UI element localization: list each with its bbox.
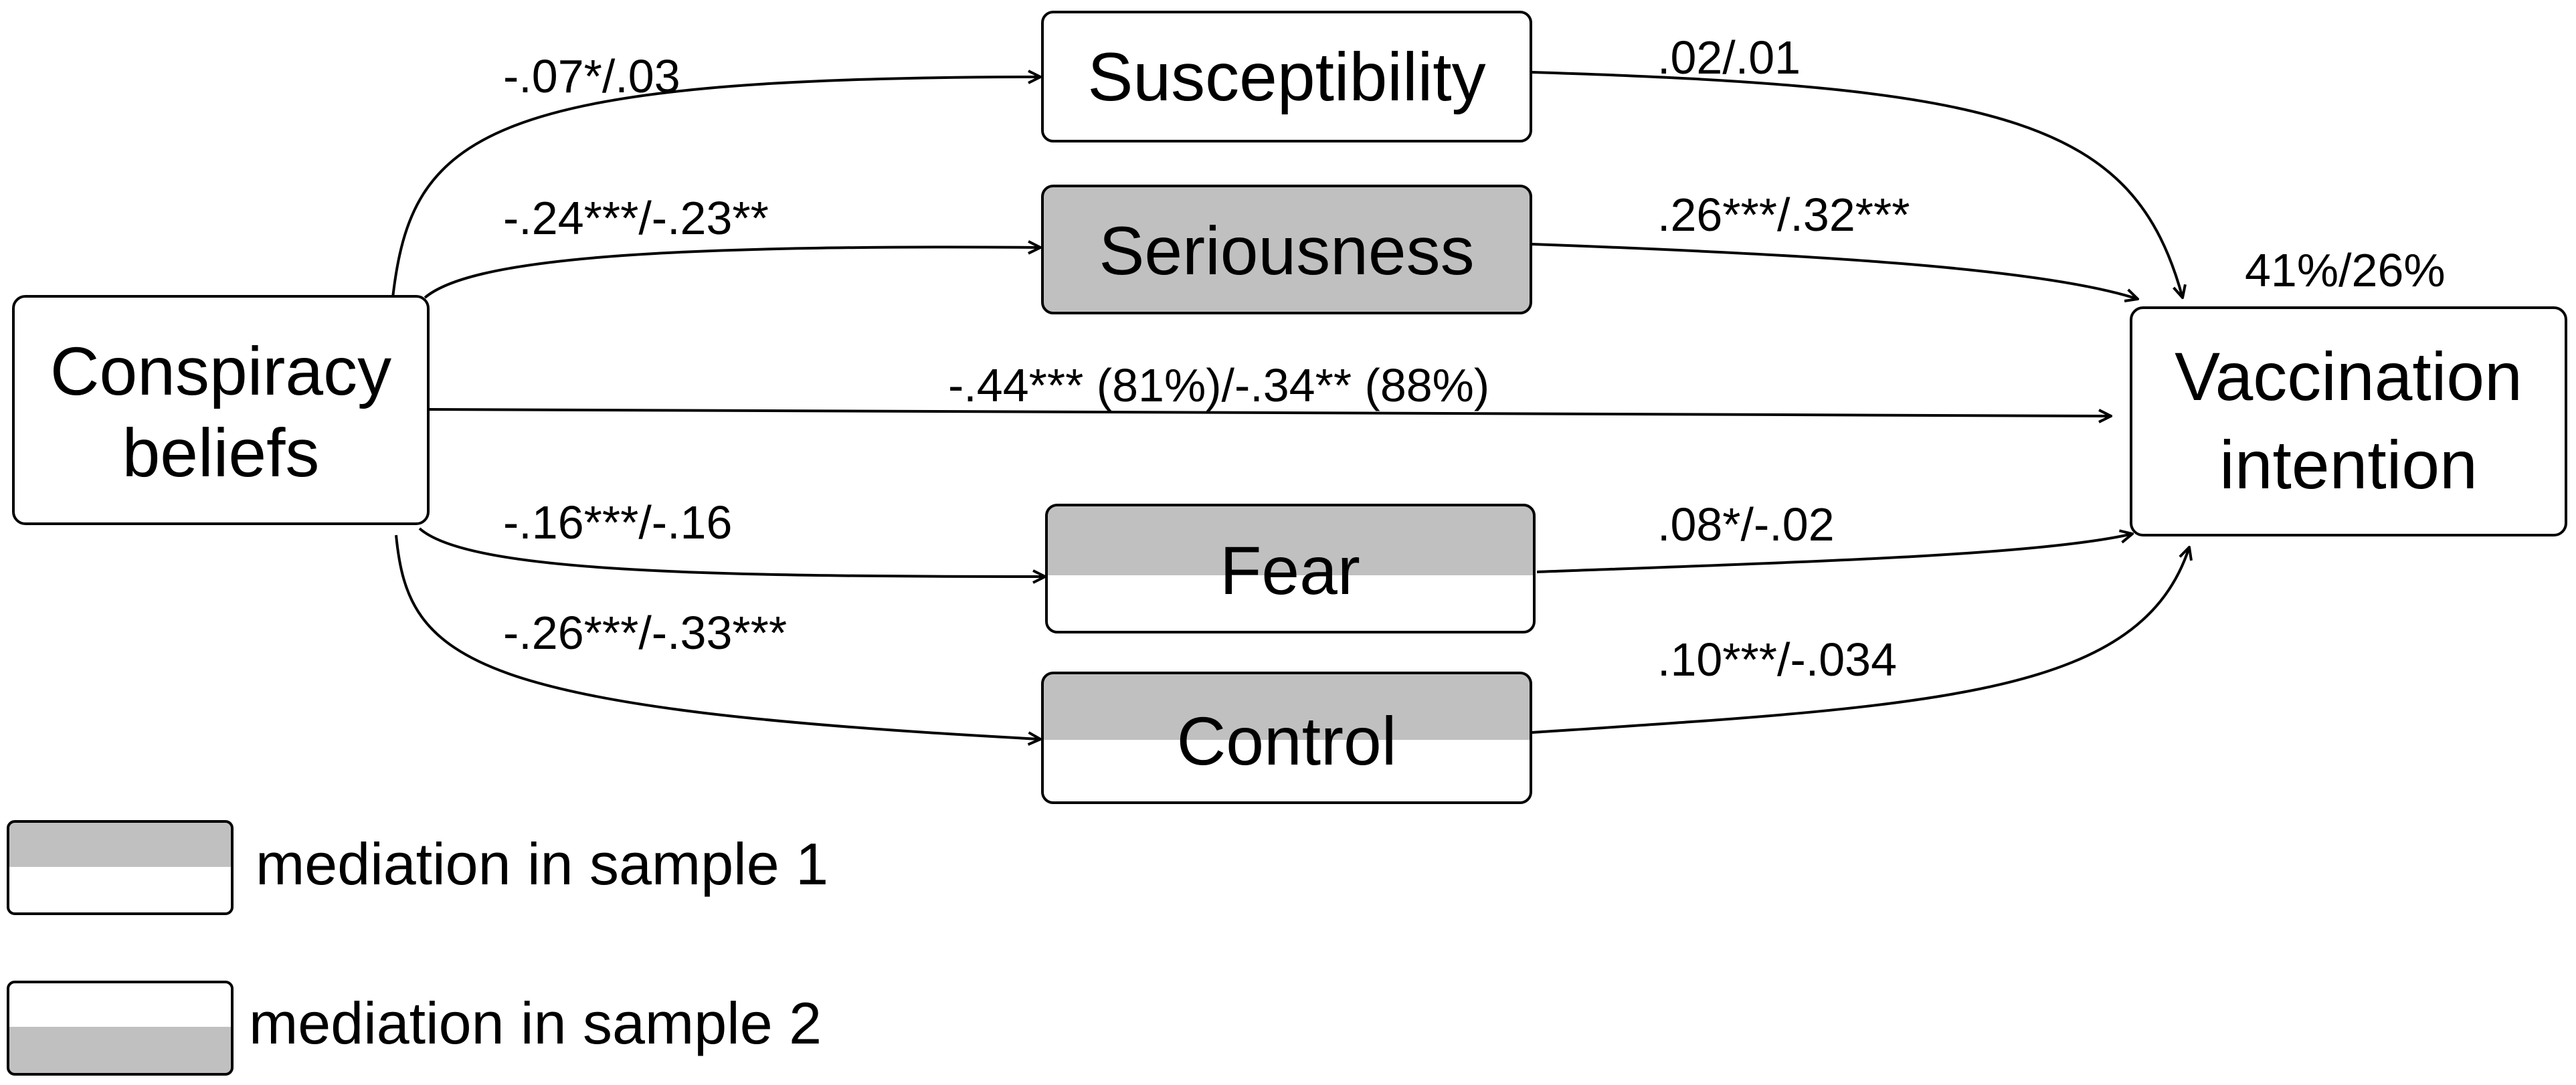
node-conspiracy-beliefs: Conspiracy beliefs: [12, 295, 430, 525]
edge-fear-vaccination: [1536, 534, 2132, 573]
edge-conspiracy-susceptibility: [391, 77, 1040, 298]
node-control: Control: [1041, 672, 1532, 804]
label-control-vaccination: .10***/-.034: [1657, 633, 1897, 686]
node-vaccination-line2: intention: [2219, 427, 2478, 503]
edge-conspiracy-seriousness: [424, 247, 1040, 299]
legend-item-sample-2: mediation in sample 2: [7, 981, 822, 1076]
label-fear-vaccination: .08*/-.02: [1657, 498, 1835, 551]
node-control-label: Control: [1177, 703, 1397, 779]
legend-swatch-sample-2: [7, 981, 234, 1076]
node-fear-label: Fear: [1220, 532, 1360, 609]
legend-item-sample-1: mediation in sample 1: [7, 820, 828, 915]
label-conspiracy-fear: -.16***/-.16: [503, 496, 732, 549]
node-vaccination-line1: Vaccination: [2175, 338, 2522, 415]
node-vaccination-intention: Vaccination intention: [2130, 306, 2567, 536]
node-susceptibility: Susceptibility: [1041, 11, 1532, 142]
edge-conspiracy-control: [395, 534, 1040, 739]
legend-label-sample-1: mediation in sample 1: [256, 831, 828, 897]
label-conspiracy-control: -.26***/-.33***: [503, 607, 787, 659]
edge-seriousness-vaccination: [1532, 243, 2138, 299]
legend-label-sample-2: mediation in sample 2: [249, 990, 822, 1056]
node-susceptibility-label: Susceptibility: [1087, 39, 1485, 115]
label-conspiracy-seriousness: -.24***/-.23**: [503, 192, 769, 244]
edge-conspiracy-vaccination: [429, 408, 2111, 416]
node-fear: Fear: [1045, 504, 1536, 633]
label-conspiracy-vaccination: -.44*** (81%)/-.34** (88%): [948, 359, 1489, 411]
label-seriousness-vaccination: .26***/.32***: [1657, 189, 1910, 241]
legend: mediation in sample 1 mediation in sampl…: [7, 820, 828, 1076]
node-conspiracy-line2: beliefs: [122, 415, 320, 491]
label-r-squared: 41%/26%: [2245, 244, 2446, 296]
label-susceptibility-vaccination: .02/.01: [1657, 31, 1801, 84]
legend-swatch-sample-1: [7, 820, 234, 915]
edge-susceptibility-vaccination: [1532, 71, 2183, 298]
node-seriousness-label: Seriousness: [1099, 213, 1474, 289]
node-seriousness: Seriousness: [1041, 185, 1532, 314]
label-conspiracy-susceptibility: -.07*/.03: [503, 50, 680, 102]
node-conspiracy-line1: Conspiracy: [50, 333, 391, 409]
edge-conspiracy-fear: [418, 527, 1045, 577]
edge-control-vaccination: [1532, 547, 2189, 734]
